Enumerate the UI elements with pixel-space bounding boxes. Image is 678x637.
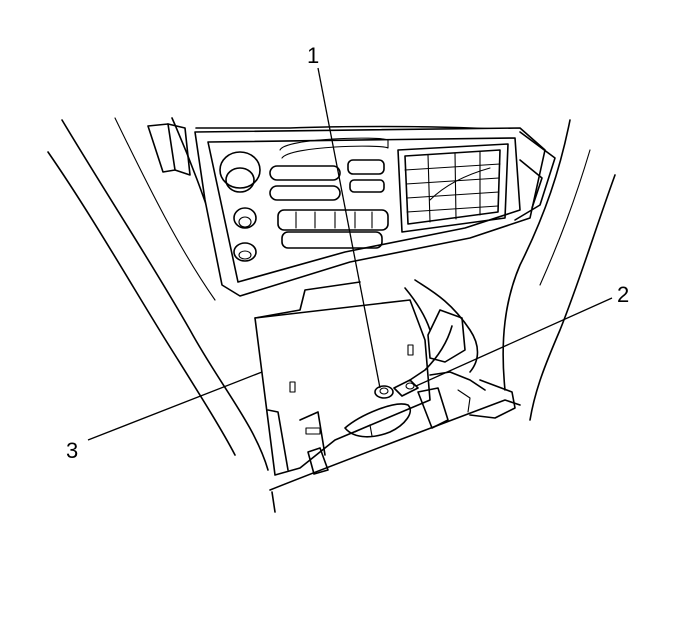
- left-bracket: [147, 123, 191, 176]
- knob-bottom-icon: [233, 242, 257, 262]
- preset-buttons: [269, 159, 389, 249]
- callout-label-1: 1: [307, 43, 319, 68]
- air-vent-grille: [397, 143, 509, 233]
- callout-leaders: [87, 67, 613, 441]
- callout-label-3: 3: [66, 438, 78, 463]
- leader-line-2: [415, 297, 613, 387]
- knob-large-icon: [219, 151, 261, 193]
- housing-slot-icon: [289, 344, 414, 435]
- dash-trim-outline: [47, 117, 616, 471]
- fastener-nut-icon: [374, 379, 419, 399]
- console-floor: [269, 399, 521, 513]
- callout-label-2: 2: [617, 282, 629, 307]
- leader-line-3: [87, 371, 263, 441]
- knob-small-icon: [233, 207, 257, 229]
- wiring-harness: [404, 279, 516, 429]
- radio-control-faceplate: [194, 127, 556, 297]
- radio-housing: [254, 281, 431, 476]
- leader-line-1: [317, 67, 381, 389]
